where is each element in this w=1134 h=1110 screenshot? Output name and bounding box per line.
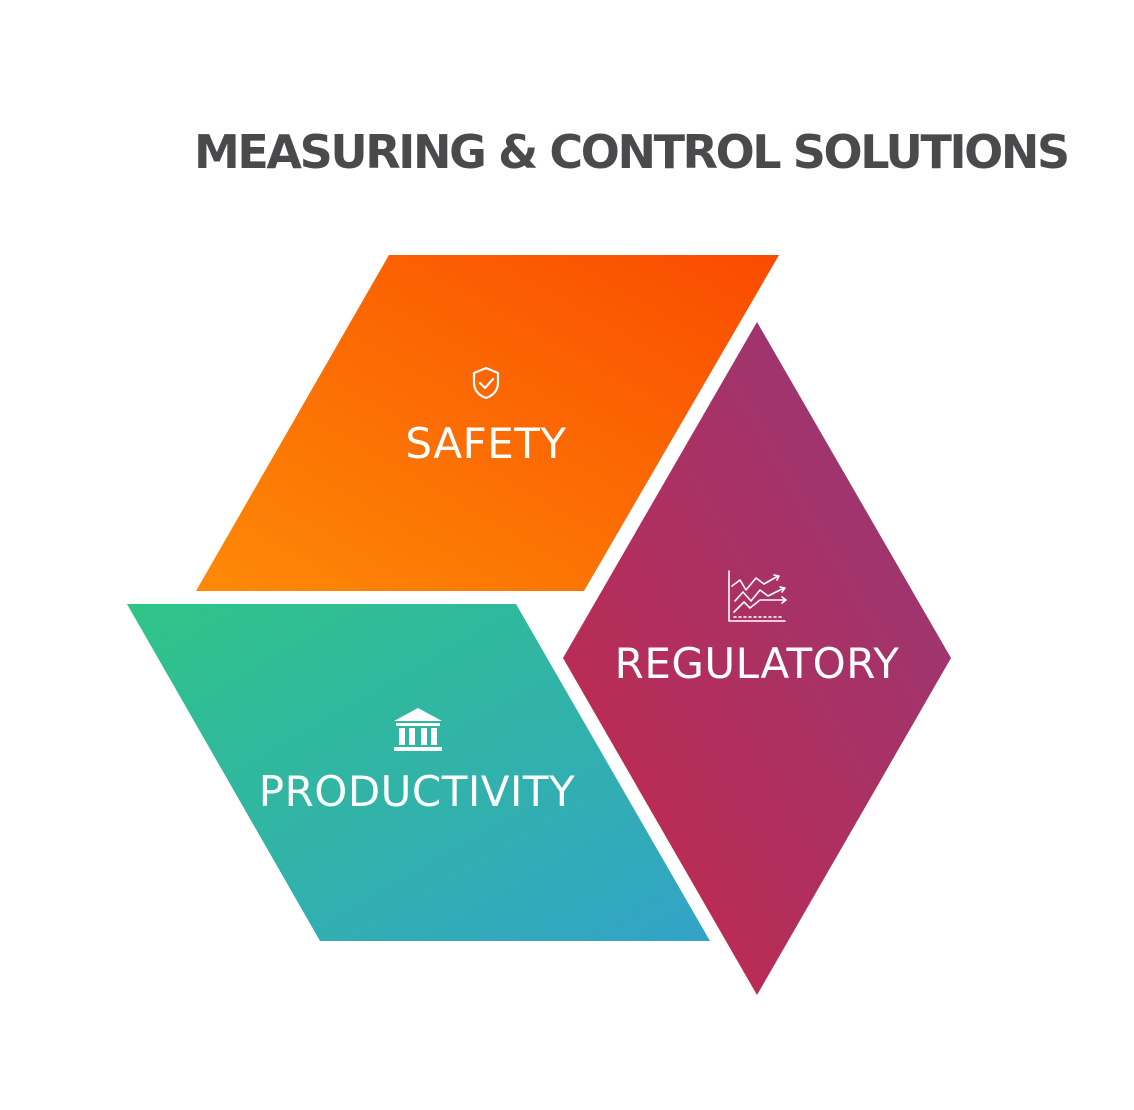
segment-regulatory: REGULATORY	[563, 322, 951, 995]
productivity-label: PRODUCTIVITY	[259, 767, 575, 816]
productivity-shape	[127, 604, 710, 941]
segment-productivity: PRODUCTIVITY	[127, 604, 710, 941]
page-title: MEASURING & CONTROL SOLUTIONS	[194, 125, 1070, 179]
shield-check-icon	[472, 366, 500, 400]
safety-shape	[196, 255, 779, 591]
regulatory-label: REGULATORY	[615, 639, 900, 688]
safety-label: SAFETY	[405, 419, 566, 468]
regulatory-shape	[563, 322, 951, 995]
segment-safety: SAFETY	[196, 255, 779, 591]
trend-chart-icon	[728, 570, 787, 622]
bank-building-icon	[394, 708, 442, 751]
